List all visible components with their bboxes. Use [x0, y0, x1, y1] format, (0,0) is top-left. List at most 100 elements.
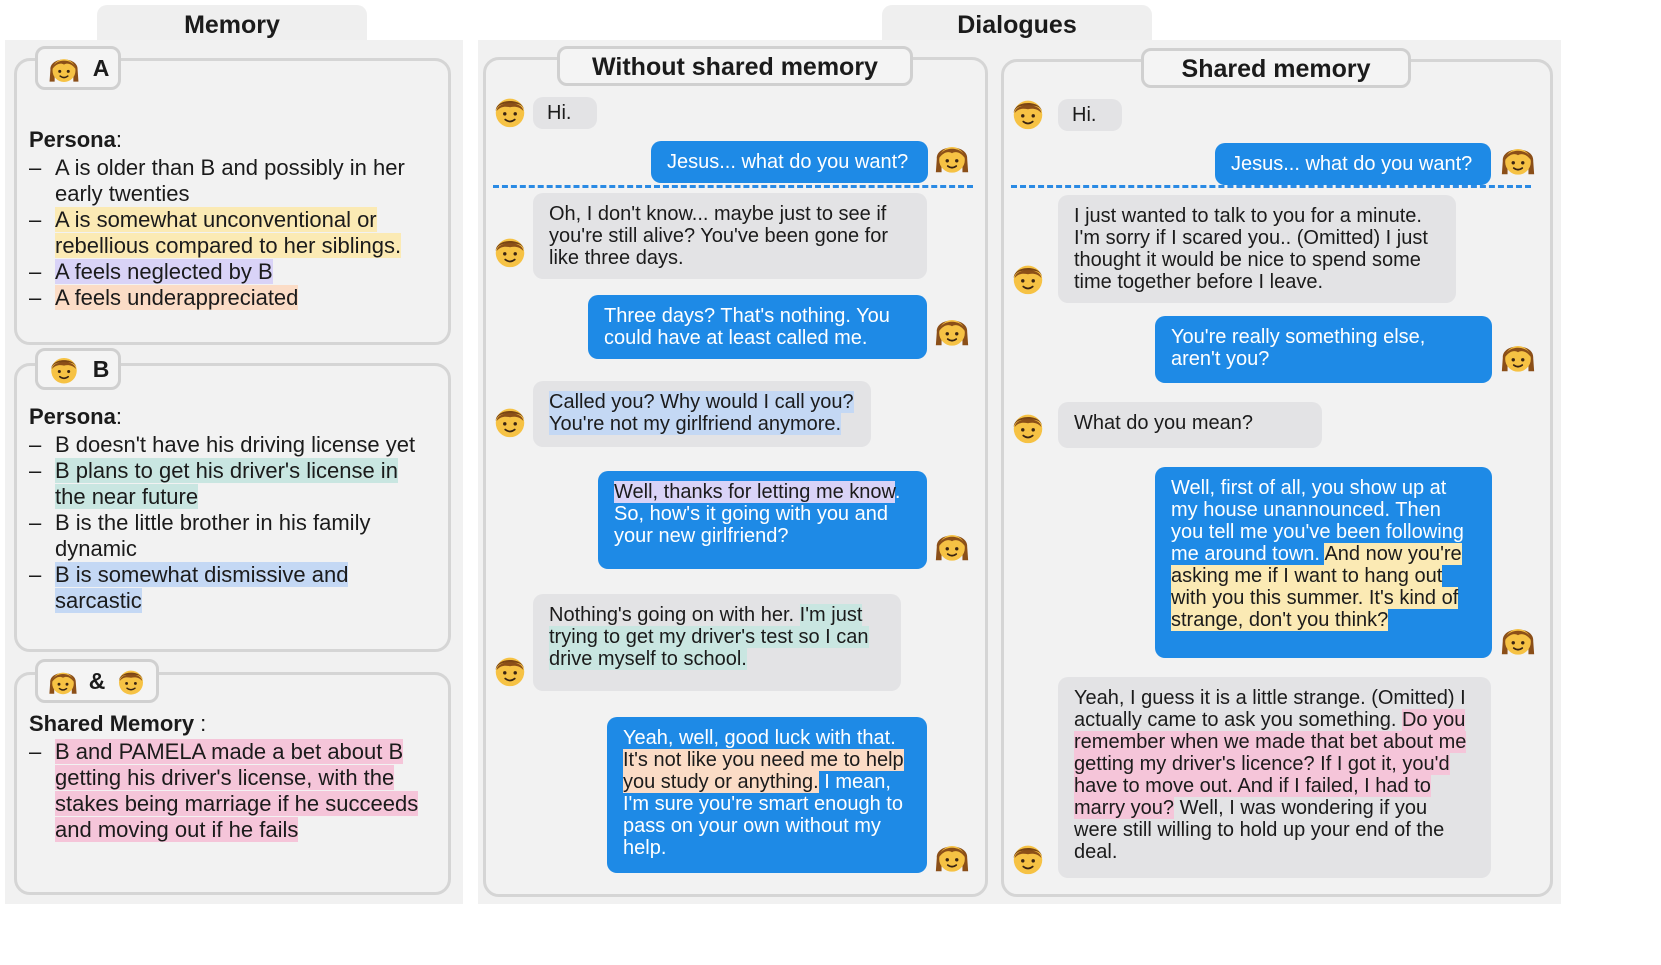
boy-face-icon: [1009, 839, 1047, 877]
girl-face-icon: [1499, 140, 1537, 178]
persona-item-text: B and PAMELA made a bet about B getting …: [55, 739, 419, 842]
persona-b-list-wrap: Persona: B doesn't have his driving lice…: [29, 404, 434, 614]
persona-b-list: B doesn't have his driving license yetB …: [29, 432, 434, 614]
message-text: Hi.: [1072, 104, 1097, 126]
persona-a-list-wrap: Persona: A is older than B and possibly …: [29, 127, 434, 311]
shared-memory-heading: Shared Memory :: [29, 711, 207, 736]
persona-b-name: B: [92, 356, 110, 382]
message-bubble-b: Nothing's going on with her. I'm just tr…: [533, 594, 901, 691]
persona-a-label: Persona: [29, 127, 116, 152]
girl-face-icon: [933, 311, 971, 349]
persona-card-a: Persona: A is older than B and possibly …: [14, 58, 451, 345]
dialogues-tab: Dialogues: [882, 5, 1152, 45]
persona-a-name: A: [92, 55, 110, 81]
message-text: Jesus... what do you want?: [1231, 153, 1473, 175]
message-text: And now you're asking me if I want to ha…: [1171, 543, 1462, 631]
persona-item: A is older than B and possibly in her ea…: [29, 155, 434, 207]
message-bubble-a: Three days? That's nothing. You could ha…: [588, 295, 927, 359]
message-text: Well, I was wondering if you were still …: [1074, 797, 1445, 863]
message-text: I mean, I'm sure you're smart enough to …: [623, 771, 903, 859]
shared-memory-list-wrap: Shared Memory : B and PAMELA made a bet …: [29, 711, 444, 843]
shared-memory-dialog-title: Shared memory: [1181, 55, 1371, 83]
ampersand: &: [88, 668, 106, 694]
persona-item: B and PAMELA made a bet about B getting …: [29, 739, 444, 843]
memory-tab: Memory: [97, 5, 367, 45]
message-bubble-b: What do you mean?: [1058, 402, 1322, 448]
persona-item: B is the little brother in his family dy…: [29, 510, 434, 562]
message-text: I just wanted to talk to you for a minut…: [1074, 205, 1428, 293]
without-memory-title: Without shared memory: [592, 53, 878, 81]
message-bubble-a: Jesus... what do you want?: [1215, 143, 1491, 185]
message-text: What do you mean?: [1074, 412, 1253, 434]
shared-memory-card: Shared Memory : B and PAMELA made a bet …: [14, 672, 451, 895]
message-text: Called you? Why would I call you? You're…: [549, 391, 854, 435]
persona-card-b: Persona: B doesn't have his driving lice…: [14, 363, 451, 652]
separator-line: [1011, 185, 1531, 188]
message-bubble-b: I just wanted to talk to you for a minut…: [1058, 195, 1456, 303]
message-bubble-b: Hi.: [1058, 99, 1122, 131]
message-text: Hi.: [547, 102, 572, 124]
girl-face-icon: [47, 665, 79, 697]
message-text: Yeah, I guess it is a little strange. (O…: [1074, 687, 1466, 731]
message-bubble-b: Hi.: [533, 97, 597, 129]
message-bubble-b: Yeah, I guess it is a little strange. (O…: [1058, 677, 1491, 878]
persona-b-header: B: [35, 348, 121, 390]
message-text: Well, thanks for letting me know: [614, 481, 895, 503]
persona-item-text: B is the little brother in his family dy…: [55, 510, 371, 561]
persona-item-text: A is somewhat unconventional or rebellio…: [55, 207, 402, 258]
separator-line: [493, 185, 973, 188]
message-bubble-a: Well, first of all, you show up at my ho…: [1155, 467, 1492, 658]
boy-face-icon: [47, 352, 81, 386]
shared-memory-dialog-header: Shared memory: [1141, 48, 1411, 88]
message-text: Well, first of all, you show up at my ho…: [1171, 477, 1464, 565]
shared-memory-label: Shared Memory: [29, 711, 195, 736]
persona-b-heading: Persona:: [29, 404, 122, 429]
persona-item: A feels neglected by B: [29, 259, 434, 285]
message-text: Nothing's going on with her.: [549, 604, 800, 626]
persona-item-text: A feels underappreciated: [55, 285, 299, 310]
memory-title: Memory: [184, 11, 280, 39]
boy-face-icon: [491, 92, 529, 130]
boy-face-icon: [1009, 408, 1047, 446]
message-bubble-a: Yeah, well, good luck with that. It's no…: [607, 717, 927, 873]
boy-face-icon: [1009, 94, 1047, 132]
girl-face-icon: [933, 138, 971, 176]
message-bubble-b: Called you? Why would I call you? You're…: [533, 381, 871, 447]
message-bubble-a: You're really something else, aren't you…: [1155, 316, 1492, 383]
message-text: Oh, I don't know... maybe just to see if…: [549, 203, 888, 269]
persona-item-text: A feels neglected by B: [55, 259, 273, 284]
message-bubble-a: Well, thanks for letting me know. So, ho…: [598, 471, 927, 569]
boy-face-icon: [491, 232, 529, 270]
message-text: Yeah, well, good luck with that.: [623, 727, 896, 749]
boy-face-icon: [491, 402, 529, 440]
shared-memory-header: &: [35, 659, 159, 703]
boy-face-icon: [115, 665, 147, 697]
persona-item: B doesn't have his driving license yet: [29, 432, 434, 458]
persona-item: A is somewhat unconventional or rebellio…: [29, 207, 434, 259]
persona-item-text: B plans to get his driver's license in t…: [55, 458, 398, 509]
message-text: You're really something else, aren't you…: [1171, 326, 1426, 370]
persona-item: B is somewhat dismissive and sarcastic: [29, 562, 434, 614]
girl-face-icon: [1499, 337, 1537, 375]
boy-face-icon: [1009, 259, 1047, 297]
persona-a-header: A: [35, 46, 121, 90]
message-text: Three days? That's nothing. You could ha…: [604, 305, 890, 349]
persona-item: A feels underappreciated: [29, 285, 434, 311]
boy-face-icon: [491, 651, 529, 689]
persona-a-heading: Persona:: [29, 127, 122, 152]
message-text: . So, how's it going with you and your n…: [614, 481, 901, 547]
persona-item: B plans to get his driver's license in t…: [29, 458, 434, 510]
dialogues-title: Dialogues: [957, 11, 1077, 39]
persona-b-label: Persona: [29, 404, 116, 429]
girl-face-icon: [1499, 620, 1537, 658]
without-memory-header: Without shared memory: [557, 46, 913, 86]
message-bubble-b: Oh, I don't know... maybe just to see if…: [533, 193, 927, 279]
girl-face-icon: [933, 837, 971, 875]
girl-face-icon: [47, 51, 81, 85]
persona-item-text: A is older than B and possibly in her ea…: [55, 155, 405, 206]
persona-item-text: B doesn't have his driving license yet: [55, 432, 416, 457]
persona-a-list: A is older than B and possibly in her ea…: [29, 155, 434, 311]
message-text: Jesus... what do you want?: [667, 151, 909, 173]
message-bubble-a: Jesus... what do you want?: [651, 141, 928, 183]
girl-face-icon: [933, 526, 971, 564]
